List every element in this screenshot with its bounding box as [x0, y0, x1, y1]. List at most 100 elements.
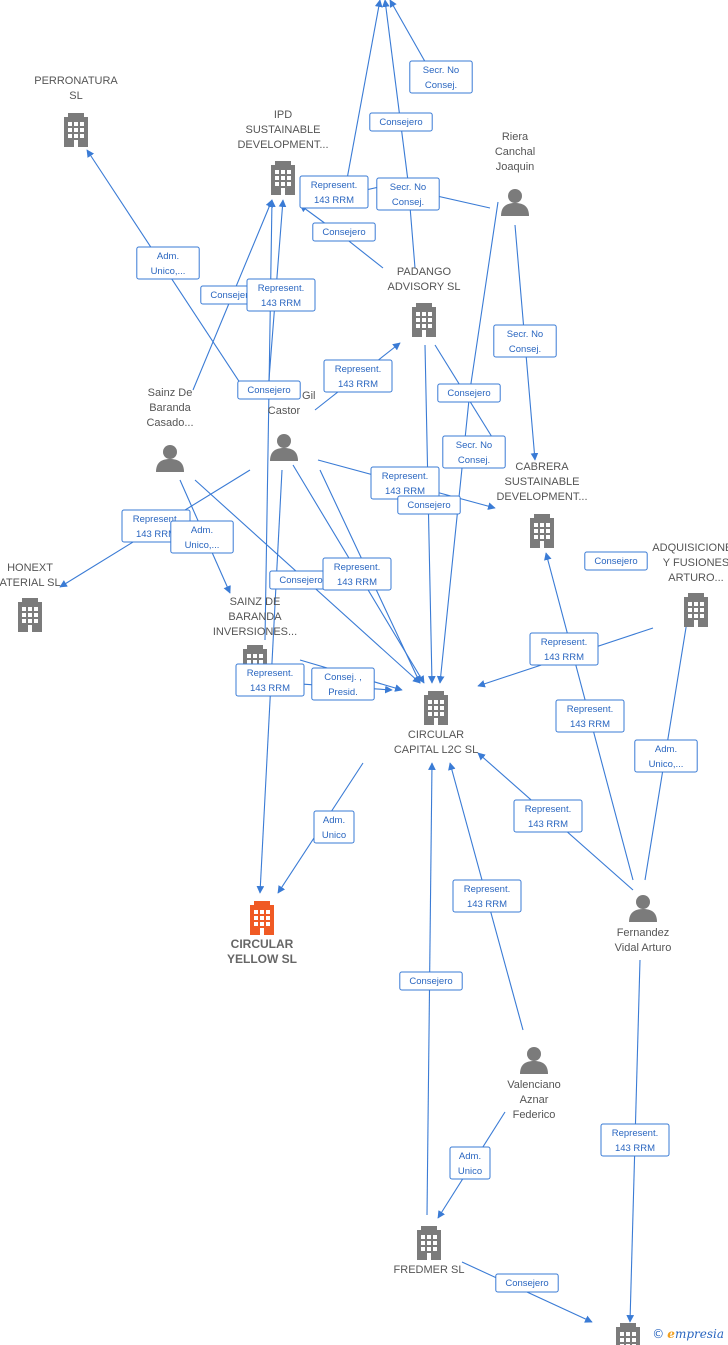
- node-label-line: PERRONATURA: [34, 75, 118, 87]
- edge-label-text: Consej. ,: [324, 672, 362, 683]
- edge-label-text: 143 RRM: [467, 899, 507, 910]
- node-ipd[interactable]: IPDSUSTAINABLEDEVELOPMENT...: [237, 109, 329, 195]
- edge-label-text: Consejero: [447, 388, 490, 399]
- node-label-line: CABRERA: [515, 461, 569, 473]
- edge-label: Consejero: [437, 383, 501, 403]
- person-icon: [156, 445, 184, 472]
- node-label-line: Federico: [513, 1109, 556, 1121]
- person-icon: [520, 1047, 548, 1074]
- building-icon: [18, 598, 42, 632]
- node-bottom-co[interactable]: [616, 1323, 640, 1345]
- relationship-edge: [382, 0, 409, 182]
- node-sainz-casado[interactable]: Sainz De BarandaCasado...: [146, 387, 194, 472]
- edge-label-text: Consejero: [247, 385, 290, 396]
- node-label-line: PADANGO: [397, 266, 452, 278]
- edge-label: Adm.Unico: [449, 1146, 491, 1180]
- edge-label-text: 143 RRM: [385, 486, 425, 497]
- building-icon: [271, 161, 295, 195]
- edge-label: Represent.143 RRM: [323, 359, 393, 393]
- edge-label: Represent.143 RRM: [452, 879, 522, 913]
- node-label-line: CIRCULAR: [231, 937, 294, 951]
- node-label-line: HONEXT: [7, 562, 53, 574]
- node-label-line: CAPITAL L2C SL: [394, 744, 478, 756]
- node-label-line: Y FUSIONES: [663, 557, 728, 569]
- person-icon: [501, 189, 529, 216]
- node-label-line: DEVELOPMENT...: [496, 491, 587, 503]
- edge-label-text: Consej.: [392, 197, 424, 208]
- building-icon: [616, 1323, 640, 1345]
- edge-label-text: Secr. No: [423, 65, 459, 76]
- building-icon: [530, 514, 554, 548]
- node-label-line: Sainz De: [148, 387, 193, 399]
- edge-label: Consejero: [269, 570, 333, 590]
- person-icon: [629, 895, 657, 922]
- building-icon: [250, 901, 274, 935]
- edge-label-text: Unico: [322, 830, 346, 841]
- node-label-line: SUSTAINABLE: [246, 124, 321, 136]
- node-label-line: SL: [69, 90, 82, 102]
- node-label-line: Valenciano: [507, 1079, 561, 1091]
- node-label-line: FREDMER SL: [394, 1264, 465, 1276]
- edge-label: Represent.143 RRM: [529, 632, 599, 666]
- node-label-line: Aznar: [520, 1094, 549, 1106]
- node-label-line: Vidal Arturo: [615, 942, 672, 954]
- edge-label: Consejero: [369, 112, 433, 132]
- edge-label-text: Represent.: [541, 637, 587, 648]
- edge-label-text: Consejero: [379, 117, 422, 128]
- edge-label: Represent. 143 RRM: [600, 1123, 670, 1157]
- node-label-line: Baranda: [149, 402, 191, 414]
- edge-label-text: Represent.: [133, 514, 179, 525]
- node-perronatura[interactable]: PERRONATURA SL: [34, 75, 118, 147]
- edge-label-text: Consejero: [594, 556, 637, 567]
- node-label-line: Canchal: [495, 146, 535, 158]
- building-icon: [412, 303, 436, 337]
- edge-label-text: 143 RRM: [250, 683, 290, 694]
- edge-label-text: Unico,...: [649, 759, 684, 770]
- node-label-line: Joaquin: [496, 161, 535, 173]
- edge-label: Adm. Unico,...: [136, 246, 200, 280]
- person-icon: [270, 434, 298, 461]
- edge-label-text: Represent.: [382, 471, 428, 482]
- edge-label: Represent.143 RRM: [299, 175, 369, 209]
- node-fredmer[interactable]: FREDMER SL: [394, 1226, 465, 1276]
- edge-label: Represent. 143 RRM: [370, 466, 440, 500]
- node-label-line: DEVELOPMENT...: [237, 139, 328, 151]
- edge-label: Adm.Unico,...: [634, 739, 698, 773]
- building-icon: [417, 1226, 441, 1260]
- edge-label-text: Represent.: [247, 668, 293, 679]
- edge-label-text: Represent.: [612, 1128, 658, 1139]
- node-cabrera[interactable]: CABRERASUSTAINABLEDEVELOPMENT...: [496, 461, 588, 548]
- edge-label: Secr. No Consej.: [409, 60, 473, 94]
- edge-label: Consejero: [237, 380, 301, 400]
- building-icon: [424, 691, 448, 725]
- node-adquisiciones[interactable]: ADQUISICIONESY FUSIONESARTURO...: [652, 542, 728, 627]
- building-icon: [684, 593, 708, 627]
- edge-label-text: Consejero: [322, 227, 365, 238]
- edge-label-text: Represent.: [567, 704, 613, 715]
- edge-label-text: Consej.: [425, 80, 457, 91]
- edge-label-text: Consejero: [210, 290, 253, 301]
- edge-label-text: Adm.: [323, 815, 345, 826]
- edge-label: Represent.143 RRM: [246, 278, 316, 312]
- edge-label-text: Adm.: [157, 251, 179, 262]
- brand-name: mpresia: [674, 1327, 724, 1341]
- relationship-edge: [264, 199, 276, 641]
- edge-label-text: Unico,...: [151, 266, 186, 277]
- edge-label-text: Unico: [458, 1166, 482, 1177]
- node-label-line: Casado...: [146, 417, 193, 429]
- edge-label-text: 143 RRM: [261, 298, 301, 309]
- edge-label-text: 143 RRM: [615, 1143, 655, 1154]
- node-label-line: BARANDA: [228, 611, 282, 623]
- edge-label-text: Presid.: [328, 687, 358, 698]
- edge-label: Consejero: [584, 551, 648, 571]
- node-sainz-inv[interactable]: SAINZ DEBARANDAINVERSIONES...: [213, 596, 297, 679]
